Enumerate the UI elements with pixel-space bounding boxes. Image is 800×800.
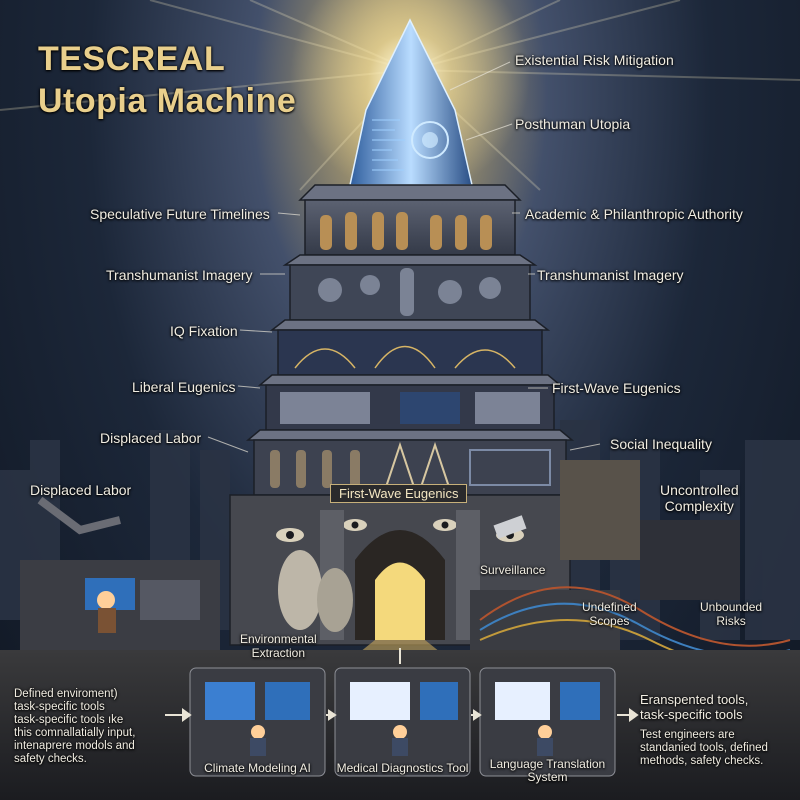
label-displaced-labor-2: Displaced Labor [30, 482, 132, 498]
label-first-wave-eugenics: First-Wave Eugenics [552, 380, 681, 396]
banner-first-wave-eugenics: First-Wave Eugenics [330, 484, 468, 503]
label-speculative-timelines: Speculative Future Timelines [90, 206, 270, 222]
statue-figures [320, 212, 492, 250]
title-line-1: TESCREAL [38, 40, 226, 78]
label-uncontrolled-complexity: Uncontrolled Complexity [660, 482, 739, 514]
title-line-2: Utopia Machine [38, 82, 297, 120]
label-transhumanist-left: Transhumanist Imagery [106, 267, 253, 283]
label-posthuman-utopia: Posthuman Utopia [515, 116, 631, 132]
bottom-panels [189, 667, 616, 777]
left-machinery [20, 496, 353, 650]
panel-caption-language: Language Translation System [489, 757, 606, 784]
label-existential-risk: Existential Risk Mitigation [515, 52, 674, 68]
label-iq-fixation: IQ Fixation [170, 323, 238, 339]
label-unbounded-risks: Unbounded Risks [700, 600, 763, 628]
label-undefined-scopes: Undefined Scopes [582, 600, 637, 628]
panel-caption-medical: Medical Diagnostics Tool [336, 761, 469, 775]
label-environmental-extraction: Environmental Extraction [240, 632, 317, 660]
label-transhumanist-right: Transhumanist Imagery [537, 267, 684, 283]
bottom-right-title: Eranspented tools, task-specific tools [640, 692, 749, 722]
label-liberal-eugenics: Liberal Eugenics [132, 379, 236, 395]
label-academic-authority: Academic & Philanthropic Authority [525, 206, 743, 222]
label-surveillance: Surveillance [480, 563, 546, 577]
bottom-left-description: Defined enviroment) task-specific tools … [14, 688, 136, 765]
panel-caption-climate: Climate Modeling AI [204, 761, 311, 775]
bottom-right-description: Test engineers are standanied tools, def… [640, 729, 768, 767]
label-social-inequality: Social Inequality [610, 436, 712, 452]
label-displaced-labor-1: Displaced Labor [100, 430, 202, 446]
